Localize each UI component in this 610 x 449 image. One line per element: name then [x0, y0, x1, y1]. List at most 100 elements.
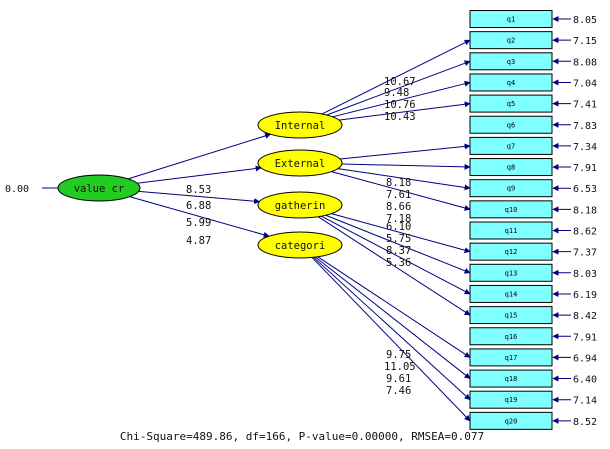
error-variance-1: 8.05	[573, 15, 597, 26]
error-variance-5: 7.41	[573, 100, 597, 111]
indicator-box-13	[469, 263, 553, 282]
error-variance-8: 7.91	[573, 163, 597, 174]
loading-path-14	[315, 256, 471, 379]
error-variance-20: 8.52	[573, 417, 597, 428]
latent-node-1	[257, 111, 343, 139]
indicator-label-4: q4	[507, 79, 515, 87]
loading-t-3: 10.76	[384, 99, 416, 111]
latent-node-label-4: categori	[275, 240, 326, 252]
indicator-box-19	[469, 390, 553, 409]
latent-node-label-1: Internal	[275, 120, 326, 132]
latent-node-label-2: External	[275, 158, 326, 170]
loading-path-15	[313, 256, 471, 401]
loading-path-6	[341, 163, 471, 170]
indicator-box-18	[469, 369, 553, 388]
indicator-label-2: q2	[507, 37, 515, 45]
loading-t-6: 7.61	[386, 189, 411, 201]
error-variance-6: 7.83	[573, 121, 597, 132]
loading-path-3	[332, 80, 471, 118]
loading-t-4: 10.43	[384, 111, 416, 123]
structural-path-1	[128, 133, 272, 180]
error-variance-3: 8.08	[573, 57, 597, 68]
structural-path-t-2: 6.88	[186, 200, 211, 212]
loading-path-12	[317, 216, 471, 316]
exogenous-variance-label: 0.00	[5, 184, 29, 195]
latent-node-4	[257, 231, 343, 259]
error-variance-18: 6.40	[573, 375, 597, 386]
loading-t-8: 7.18	[386, 213, 411, 225]
loading-t-13: 9.75	[386, 349, 411, 361]
indicator-label-16: q16	[505, 333, 518, 341]
structural-path-2	[137, 165, 262, 184]
loading-path-16	[311, 257, 471, 422]
indicator-box-6	[469, 115, 553, 134]
indicator-label-14: q14	[505, 290, 518, 298]
error-variance-14: 6.19	[573, 290, 597, 301]
indicator-box-5	[469, 94, 553, 113]
loading-path-1	[321, 39, 471, 115]
loading-path-9	[331, 213, 471, 254]
indicator-label-12: q12	[505, 248, 518, 256]
exogenous-node	[57, 174, 141, 202]
indicator-box-1	[469, 10, 553, 28]
loading-path-10	[325, 214, 471, 274]
indicator-label-10: q10	[505, 206, 518, 214]
indicator-box-9	[469, 179, 553, 198]
error-variance-12: 7.37	[573, 248, 597, 259]
indicator-label-17: q17	[505, 354, 518, 362]
indicator-box-20	[469, 411, 553, 430]
indicator-label-20: q20	[505, 417, 518, 425]
indicator-box-4	[469, 73, 553, 92]
indicator-label-3: q3	[507, 58, 515, 66]
indicator-label-5: q5	[507, 100, 515, 108]
indicator-label-11: q11	[505, 227, 518, 235]
error-variance-13: 8.03	[573, 269, 597, 280]
indicator-box-10	[469, 200, 553, 219]
loading-t-5: 8.18	[386, 177, 411, 189]
loading-t-11: 8.37	[386, 245, 411, 257]
loading-path-5	[339, 143, 471, 160]
loading-t-12: 5.36	[386, 257, 411, 269]
indicator-box-15	[469, 306, 553, 325]
error-variance-7: 7.34	[573, 142, 597, 153]
structural-path-3	[138, 190, 261, 205]
loading-path-11	[321, 215, 471, 295]
exogenous-node-label: value cr	[74, 183, 125, 195]
indicator-label-15: q15	[505, 312, 518, 320]
error-variance-4: 7.04	[573, 78, 597, 89]
error-variance-16: 7.91	[573, 332, 597, 343]
loading-path-13	[317, 256, 471, 358]
indicator-box-7	[469, 136, 553, 155]
fit-statistics: Chi-Square=489.86, df=166, P-value=0.000…	[120, 430, 484, 443]
error-variance-9: 6.53	[573, 184, 597, 195]
indicator-label-7: q7	[507, 142, 515, 150]
structural-path-t-4: 4.87	[186, 235, 211, 247]
nodes-layer	[57, 10, 553, 430]
indicator-label-19: q19	[505, 396, 518, 404]
indicator-box-12	[469, 242, 553, 261]
loading-t-10: 5.75	[386, 233, 411, 245]
structural-path-t-3: 5.99	[186, 217, 211, 229]
indicator-box-8	[469, 158, 553, 177]
loading-path-2	[326, 60, 471, 116]
structural-path-t-1: 8.53	[186, 184, 211, 196]
loading-path-7	[337, 168, 471, 191]
loading-t-9: 6.10	[386, 221, 411, 233]
loading-t-15: 9.61	[386, 373, 411, 385]
indicator-box-3	[469, 52, 553, 71]
loading-t-16: 7.46	[386, 385, 411, 397]
error-variance-15: 8.42	[573, 311, 597, 322]
error-variance-11: 8.62	[573, 227, 597, 238]
error-variance-10: 8.18	[573, 205, 597, 216]
loading-path-8	[331, 171, 471, 211]
indicator-box-16	[469, 327, 553, 346]
latent-node-2	[257, 149, 343, 177]
indicator-box-11	[469, 221, 553, 240]
indicator-label-9: q9	[507, 185, 515, 193]
indicator-label-13: q13	[505, 269, 518, 277]
loading-t-2: 9.48	[384, 87, 409, 99]
loading-t-1: 10.67	[384, 76, 416, 88]
indicator-label-18: q18	[505, 375, 518, 383]
